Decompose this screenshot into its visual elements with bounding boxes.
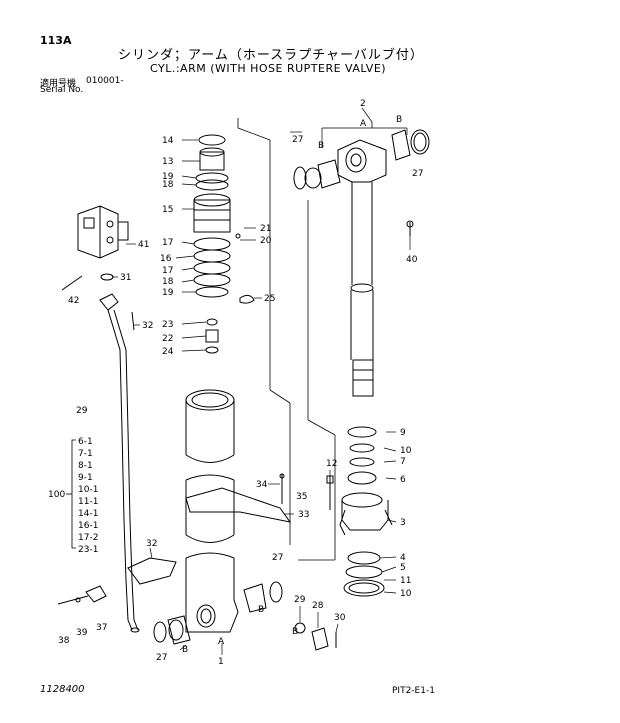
callout-19-lower: 19 — [162, 288, 174, 298]
kit-group-label: 100 — [48, 490, 65, 500]
serial-value: 010001- — [86, 76, 124, 86]
kit-item: 9-1 — [78, 473, 93, 483]
title-english: CYL.:ARM (WITH HOSE RUPTERE VALVE) — [150, 62, 387, 75]
mark-a-tube: A — [218, 637, 225, 647]
kit-item: 17-2 — [78, 533, 98, 543]
callout-24: 24 — [162, 347, 174, 357]
fittings-28-31 — [294, 622, 337, 651]
callout-36: 34 — [256, 480, 268, 490]
kit-group-bracket — [66, 439, 76, 549]
rod — [350, 182, 374, 397]
callout-12: 12 — [326, 459, 337, 469]
callout-38: 37 — [96, 623, 107, 633]
callout-37: 35 — [296, 492, 307, 502]
callout-27-tube-right: 27 — [272, 553, 283, 563]
callout-1: 1 — [218, 657, 224, 667]
callout-41: 40 — [406, 255, 418, 265]
kit-item: 10-1 — [78, 485, 98, 495]
leader-lines — [112, 107, 411, 655]
kit-item: 6-1 — [78, 437, 93, 447]
callout-30: 29 — [294, 595, 306, 605]
serial-label-japanese: 適用号機 — [40, 79, 77, 89]
page-id: 113A — [40, 34, 72, 47]
callout-2: 2 — [360, 99, 366, 109]
callout-39: 38 — [58, 636, 70, 646]
callout-6: 6 — [400, 475, 406, 485]
rod-bushings — [293, 129, 430, 190]
callout-11: 11 — [400, 576, 411, 586]
callout-31: 30 — [334, 613, 346, 623]
cylinder-tube — [185, 389, 239, 633]
callout-34: 32 — [146, 539, 157, 549]
callout-27-rod-right: 27 — [412, 169, 423, 179]
kit-group: 100 6-1 7-1 8-1 9-1 10-1 11-1 14-1 16-1 … — [48, 437, 98, 555]
callout-14: 14 — [162, 136, 174, 146]
callout-labels: 14 13 19 18 15 17 16 17 18 19 23 22 24 2… — [58, 99, 423, 667]
callout-17-lower: 17 — [162, 266, 173, 276]
clamps — [127, 473, 292, 585]
callout-33: 32 — [142, 321, 153, 331]
callout-18-upper: 18 — [162, 180, 174, 190]
grease-fitting-41 — [406, 220, 414, 236]
callout-27-rod-left: 27 — [292, 135, 303, 145]
mark-b-rod-right: B — [396, 115, 402, 125]
kit-item: 7-1 — [78, 449, 93, 459]
callout-20: 20 — [260, 236, 272, 246]
callout-18-lower: 18 — [162, 277, 174, 287]
drawing-number: 1128400 — [40, 684, 85, 695]
pipe-flange-38 — [57, 585, 107, 605]
guide-lines — [237, 118, 407, 561]
kit-item: 11-1 — [78, 497, 98, 507]
callout-7: 7 — [400, 457, 406, 467]
mark-a-rod: A — [360, 119, 367, 129]
kit-item: 16-1 — [78, 521, 98, 531]
callout-15: 15 — [162, 205, 173, 215]
callout-8: 10 — [400, 446, 412, 456]
callout-22: 22 — [162, 334, 173, 344]
callout-4: 4 — [400, 553, 406, 563]
gland-seals-right — [339, 426, 393, 597]
serial-label-english: Serial No. — [40, 85, 84, 95]
callout-19-upper: 19 — [162, 172, 174, 182]
callout-23: 23 — [162, 320, 173, 330]
sheet-reference: PIT2-E1-1 — [392, 686, 435, 696]
callout-29: 29 — [76, 406, 88, 416]
callout-28: 28 — [312, 601, 324, 611]
mark-b-rod-left: B — [318, 141, 324, 151]
kit-item: 14-1 — [78, 509, 98, 519]
callout-40: 39 — [76, 628, 88, 638]
tube-bushings — [153, 581, 283, 645]
callout-32: 31 — [120, 273, 131, 283]
mark-b-tube-right: B — [258, 605, 264, 615]
callout-3: 3 — [400, 518, 406, 528]
kit-item: 8-1 — [78, 461, 93, 471]
mark-b-fitting: B — [292, 627, 298, 637]
hose-rupture-valve — [61, 205, 129, 291]
callout-10: 10 — [400, 589, 412, 599]
kit-item: 23-1 — [78, 545, 98, 555]
callout-27-tube-left: 27 — [156, 653, 167, 663]
letter-marks: A B B A B B B — [182, 115, 402, 655]
callout-43: 42 — [68, 296, 79, 306]
callout-13: 13 — [162, 157, 173, 167]
title-japanese: シリンダ；アーム（ホースラプチャーバルブ付） — [118, 48, 424, 63]
bolt-12 — [326, 475, 334, 510]
callout-16: 16 — [160, 254, 172, 264]
callout-21: 21 — [260, 224, 271, 234]
callout-9: 9 — [400, 428, 406, 438]
callout-17-upper: 17 — [162, 238, 173, 248]
callout-35: 33 — [298, 510, 309, 520]
callout-25: 25 — [264, 294, 275, 304]
callout-5: 5 — [400, 563, 406, 573]
arm-pipe — [99, 293, 140, 633]
mark-b-tube-left: B — [182, 645, 188, 655]
piston-assembly — [193, 134, 255, 354]
rod-eye — [337, 139, 387, 183]
callout-42: 41 — [138, 240, 149, 250]
